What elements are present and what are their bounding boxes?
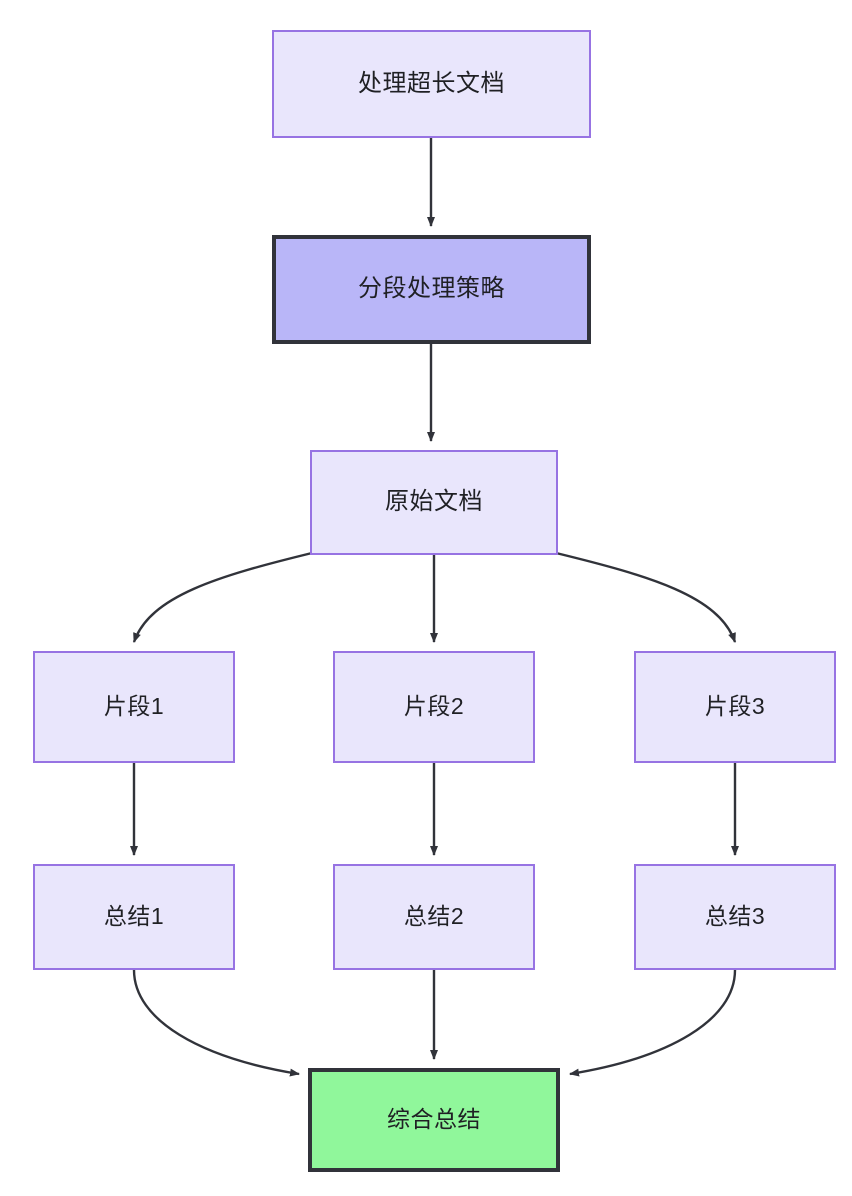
node-summary-2[interactable]: 总结2 bbox=[333, 864, 535, 970]
node-comprehensive-summary[interactable]: 综合总结 bbox=[308, 1068, 560, 1172]
node-summary-3[interactable]: 总结3 bbox=[634, 864, 836, 970]
node-label: 处理超长文档 bbox=[358, 69, 505, 97]
edge-n3-n6 bbox=[555, 551, 737, 643]
edge-n7-n10 bbox=[132, 969, 300, 1077]
node-label: 总结3 bbox=[704, 903, 766, 930]
node-label: 原始文档 bbox=[385, 488, 483, 516]
node-label: 片段1 bbox=[103, 693, 165, 720]
edge-n3-n4 bbox=[132, 551, 313, 643]
node-label: 总结2 bbox=[403, 903, 465, 930]
node-label: 片段2 bbox=[403, 693, 465, 720]
node-original-document[interactable]: 原始文档 bbox=[310, 450, 558, 555]
node-label: 分段处理策略 bbox=[358, 275, 505, 303]
node-fragment-2[interactable]: 片段2 bbox=[333, 651, 535, 763]
node-fragment-3[interactable]: 片段3 bbox=[634, 651, 836, 763]
node-chunking-strategy[interactable]: 分段处理策略 bbox=[272, 235, 591, 344]
node-fragment-1[interactable]: 片段1 bbox=[33, 651, 235, 763]
node-summary-1[interactable]: 总结1 bbox=[33, 864, 235, 970]
node-label: 综合总结 bbox=[387, 1106, 481, 1133]
edge-n9-n10 bbox=[569, 969, 737, 1077]
node-label: 片段3 bbox=[704, 693, 766, 720]
node-process-long-document[interactable]: 处理超长文档 bbox=[272, 30, 591, 138]
node-label: 总结1 bbox=[103, 903, 165, 930]
